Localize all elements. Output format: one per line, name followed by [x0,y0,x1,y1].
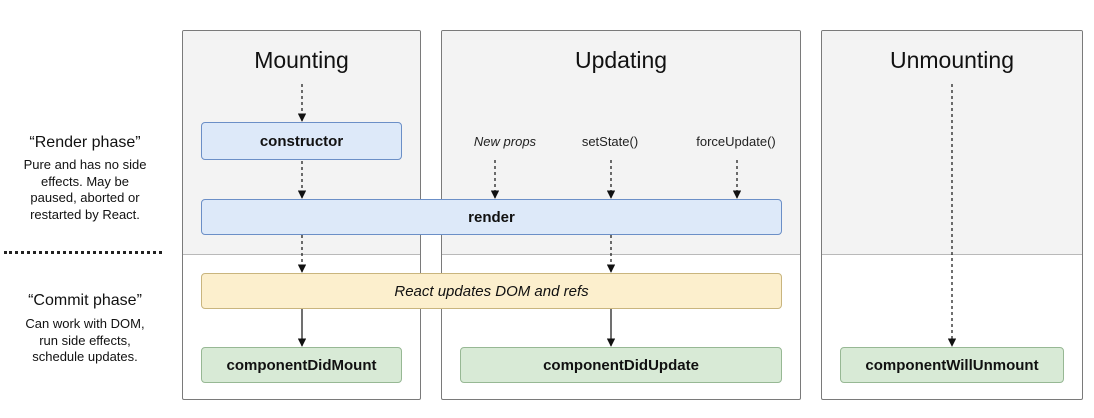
component-did-mount-node: componentDidMount [201,347,402,383]
trigger-set-state: setState() [581,134,639,149]
unmounting-title: Unmounting [889,47,1015,73]
render-phase-desc-line: restarted by React. [30,206,140,222]
mounting-title: Mounting [254,47,349,73]
render-phase-title: “Render phase” [29,134,141,151]
component-will-unmount-node: componentWillUnmount [840,347,1064,383]
trigger-new-props: New props [473,134,537,149]
commit-phase-title: “Commit phase” [28,292,142,309]
phase-separator [4,251,162,254]
render-phase-desc-line: Pure and has no side [23,157,147,172]
dom-update-node: React updates DOM and refs [201,273,782,309]
commit-phase-desc-line: run side effects, [39,332,131,348]
commit-phase-description: Can work with DOM, run side effects, sch… [0,316,170,366]
commit-phase-desc-line: schedule updates. [32,349,138,364]
updating-title: Updating [574,47,668,73]
render-node: render [201,199,782,235]
render-phase-desc-line: effects. May be [41,173,129,189]
trigger-force-update: forceUpdate() [696,134,776,149]
commit-phase-desc-line: Can work with DOM, [25,316,145,331]
render-phase-desc-line: paused, aborted or [30,190,140,205]
render-phase-description: Pure and has no side effects. May be pau… [0,157,170,223]
constructor-node: constructor [201,122,402,160]
component-did-update-node: componentDidUpdate [460,347,782,383]
